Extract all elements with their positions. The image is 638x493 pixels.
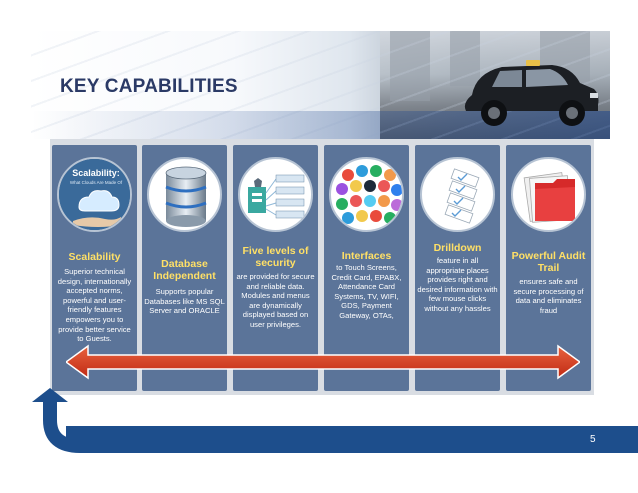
cloud-scalability-icon: Scalability: What Clouds Are Made Of <box>57 157 132 232</box>
capability-card-scalability: Scalability: What Clouds Are Made Of Sca… <box>52 145 137 391</box>
capability-description: feature in all appropriate places provid… <box>417 256 498 313</box>
capability-description: to Touch Screens, Credit Card, EPABX, At… <box>331 263 402 320</box>
double-arrow-icon <box>66 344 580 380</box>
capability-card-drilldown: Drilldown feature in all appropriate pla… <box>415 145 500 391</box>
capability-description: are provided for secure and reliable dat… <box>236 272 315 329</box>
capability-description: Superior technical design, international… <box>57 267 132 344</box>
capability-card-database: Database Independent Supports popular Da… <box>142 145 227 391</box>
page-title: KEY CAPABILITIES <box>60 76 238 97</box>
database-icon <box>147 157 222 232</box>
icon-subcaption: What Clouds Are Made Of <box>70 180 123 185</box>
interfaces-icon <box>329 157 404 232</box>
capability-title: Scalability <box>68 251 121 263</box>
capability-title: Five levels of security <box>242 245 309 269</box>
drilldown-icon <box>420 157 495 232</box>
capability-card-security: Five levels of security are provided for… <box>233 145 318 391</box>
capability-description: Supports popular Databases like MS SQL S… <box>144 287 225 316</box>
capabilities-panel <box>50 139 594 395</box>
capability-card-audit: Powerful Audit Trail ensures safe and se… <box>506 145 591 391</box>
taxi-icon <box>464 60 599 126</box>
capability-card-interfaces: Interfaces to Touch Screens, Credit Card… <box>324 145 409 391</box>
security-levels-icon <box>238 157 313 232</box>
capability-description: ensures safe and secure processing of da… <box>513 277 584 315</box>
capability-title: Database Independent <box>153 258 216 282</box>
capability-title: Powerful Audit Trail <box>511 250 586 274</box>
capability-title: Interfaces <box>341 250 392 262</box>
header-banner <box>31 31 610 139</box>
footer-bar <box>66 426 638 450</box>
capability-title: Drilldown <box>433 242 482 254</box>
icon-caption: Scalability: <box>72 168 120 178</box>
page-number: 5 <box>590 434 596 445</box>
audit-folder-icon <box>511 157 586 232</box>
